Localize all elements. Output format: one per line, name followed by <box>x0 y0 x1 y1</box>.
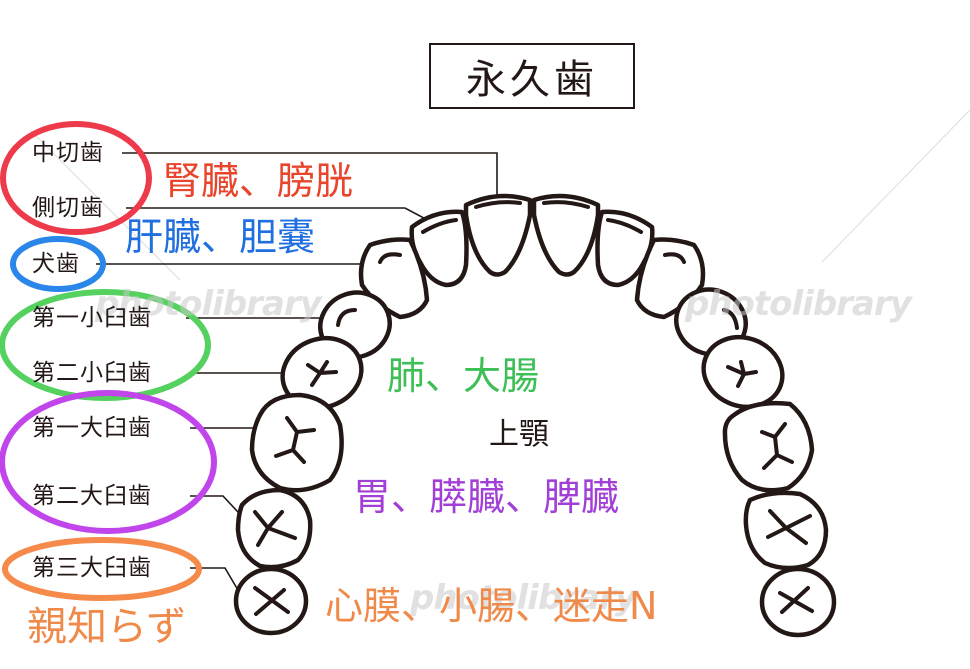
tooth-details <box>253 200 814 616</box>
tooth-first-molar-left <box>249 392 344 493</box>
group-circles <box>0 121 217 601</box>
label-second-molar: 第二大臼歯 <box>32 483 152 509</box>
watermark-line-left <box>29 129 181 281</box>
leader-central-incisor <box>122 152 498 208</box>
label-first-molar: 第一大臼歯 <box>32 415 152 441</box>
circle-third-molar <box>2 537 202 601</box>
tooth-central-incisor-right <box>531 193 601 277</box>
organ-kidney-bladder: 腎臓、膀胱 <box>163 159 354 203</box>
circle-incisors <box>0 121 152 235</box>
label-lateral-incisor: 側切歯 <box>32 195 104 221</box>
tooth-first-molar-right <box>722 400 815 493</box>
label-third-molar: 第三大臼歯 <box>32 555 152 581</box>
organ-lung-large-intestine: 肺、大腸 <box>387 354 540 398</box>
organ-heart-small-intestine-vagus: 心膜、小腸、迷走N <box>325 584 658 628</box>
circle-premolars <box>0 289 211 401</box>
watermark-left: photolibrary <box>95 284 322 324</box>
tooth-second-molar-right <box>743 490 829 571</box>
watermark-right: photolibrary <box>685 284 912 324</box>
label-central-incisor: 中切歯 <box>32 140 104 166</box>
watermark-line-right <box>821 109 970 263</box>
circle-canine <box>10 236 106 292</box>
watermark-bottom: photolibrary <box>410 578 637 618</box>
label-first-premolar: 第一小臼歯 <box>32 305 152 331</box>
teeth <box>233 193 837 638</box>
jaw-label-upper: 上顎 <box>489 417 549 452</box>
organ-stomach-pancreas-spleen: 胃、膵臓、脾臓 <box>353 475 620 519</box>
title-box: 永久歯 <box>429 43 635 109</box>
organ-wisdom-tooth: 親知らず <box>27 604 187 650</box>
tooth-central-incisor-left <box>463 193 533 277</box>
label-canine: 犬歯 <box>32 251 80 277</box>
label-second-premolar: 第二小臼歯 <box>32 360 152 386</box>
title: 永久歯 <box>466 57 598 103</box>
organ-liver-gallbladder: 肝臓、胆嚢 <box>125 215 316 259</box>
circle-molars <box>0 390 217 534</box>
